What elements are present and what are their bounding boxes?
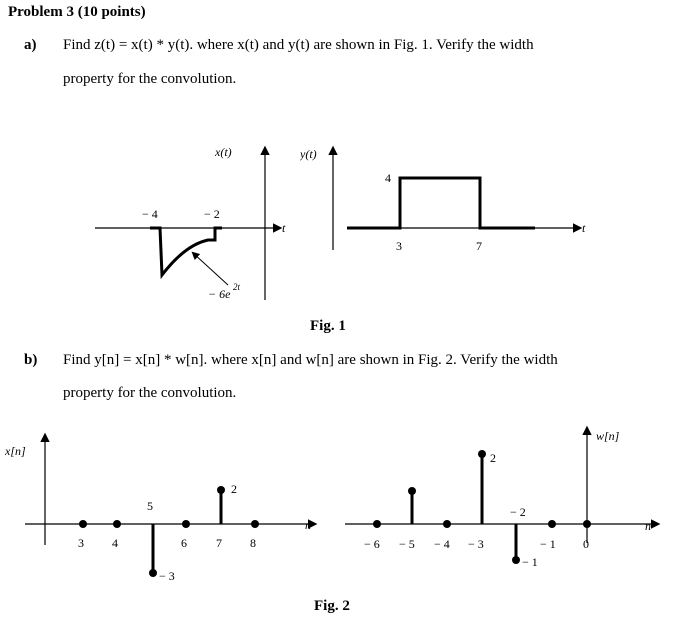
sample-0 — [583, 520, 591, 528]
fig1-y-plot: y(t) t 4 3 7 — [300, 145, 586, 253]
tick-minus6: − 6 — [364, 537, 380, 551]
part-a-line1: Find z(t) = x(t) * y(t). where x(t) and … — [63, 37, 534, 53]
annotation-exp: 2t — [233, 282, 241, 292]
x-ylabel: x(t) — [214, 145, 232, 159]
x-n-ylabel: x[n] — [5, 444, 26, 458]
fig2-x-plot: x[n] n 3 4 6 7 8 5 − 3 2 — [5, 432, 318, 583]
sample-8 — [251, 520, 259, 528]
value-minus1: − 1 — [522, 555, 538, 569]
y-ylabel: y(t) — [300, 147, 317, 161]
fig2-caption: Fig. 2 — [314, 598, 350, 614]
annotation-arrow — [191, 251, 229, 286]
tick-minus4: − 4 — [434, 537, 450, 551]
sample-6 — [182, 520, 190, 528]
part-b-label: b) — [24, 352, 38, 368]
x-signal-curve — [150, 226, 222, 280]
value-minus3: − 3 — [159, 569, 175, 583]
part-a-label: a) — [24, 37, 37, 53]
tick-7: 7 — [476, 239, 482, 253]
fig1-x-plot: x(t) t − 4 − 2 − 6e 2t — [95, 145, 286, 301]
x-xlabel: t — [282, 221, 286, 235]
fig1-caption: Fig. 1 — [310, 318, 346, 334]
tick-6: 6 — [181, 536, 187, 550]
sample-5 — [149, 569, 157, 577]
part-b-line2: property for the convolution. — [63, 385, 237, 401]
tick-3: 3 — [78, 536, 84, 550]
tick-minus1: − 1 — [540, 537, 556, 551]
part-b-line1: Find y[n] = x[n] * w[n]. where x[n] and … — [63, 352, 558, 368]
tick-minus4: − 4 — [142, 207, 158, 221]
sample-4 — [113, 520, 121, 528]
annotation-coef: − 6e — [208, 287, 231, 301]
tick-7: 7 — [216, 536, 222, 550]
w-ylabel: w[n] — [596, 429, 620, 443]
sample-7 — [217, 486, 225, 494]
tick-3: 3 — [396, 239, 402, 253]
problem-title: Problem 3 (10 points) — [8, 4, 146, 20]
w-xlabel: n — [645, 519, 651, 533]
fig2-w-plot: w[n] n − 6 − 5 − 4 − 3 − 1 0 2 − 2 − 1 — [345, 425, 661, 569]
value-2: 2 — [490, 451, 496, 465]
tick-8: 8 — [250, 536, 256, 550]
tick-0: 0 — [583, 537, 589, 551]
y-signal-pulse — [347, 176, 535, 230]
tick-minus3: − 3 — [468, 537, 484, 551]
value-minus2: − 2 — [510, 505, 526, 519]
sample-minus1 — [548, 520, 556, 528]
tick-minus5: − 5 — [399, 537, 415, 551]
sample-minus5 — [408, 487, 416, 495]
value-5: 5 — [147, 499, 153, 513]
tick-minus2: − 2 — [204, 207, 220, 221]
value-2: 2 — [231, 482, 237, 496]
sample-minus6 — [373, 520, 381, 528]
y-xlabel: t — [582, 221, 586, 235]
y-amplitude: 4 — [385, 171, 391, 185]
tick-4: 4 — [112, 536, 118, 550]
sample-minus2 — [512, 556, 520, 564]
sample-minus4 — [443, 520, 451, 528]
x-n-xlabel: n — [305, 518, 311, 532]
sample-minus3 — [478, 450, 486, 458]
part-a-line2: property for the convolution. — [63, 71, 237, 87]
sample-3 — [79, 520, 87, 528]
